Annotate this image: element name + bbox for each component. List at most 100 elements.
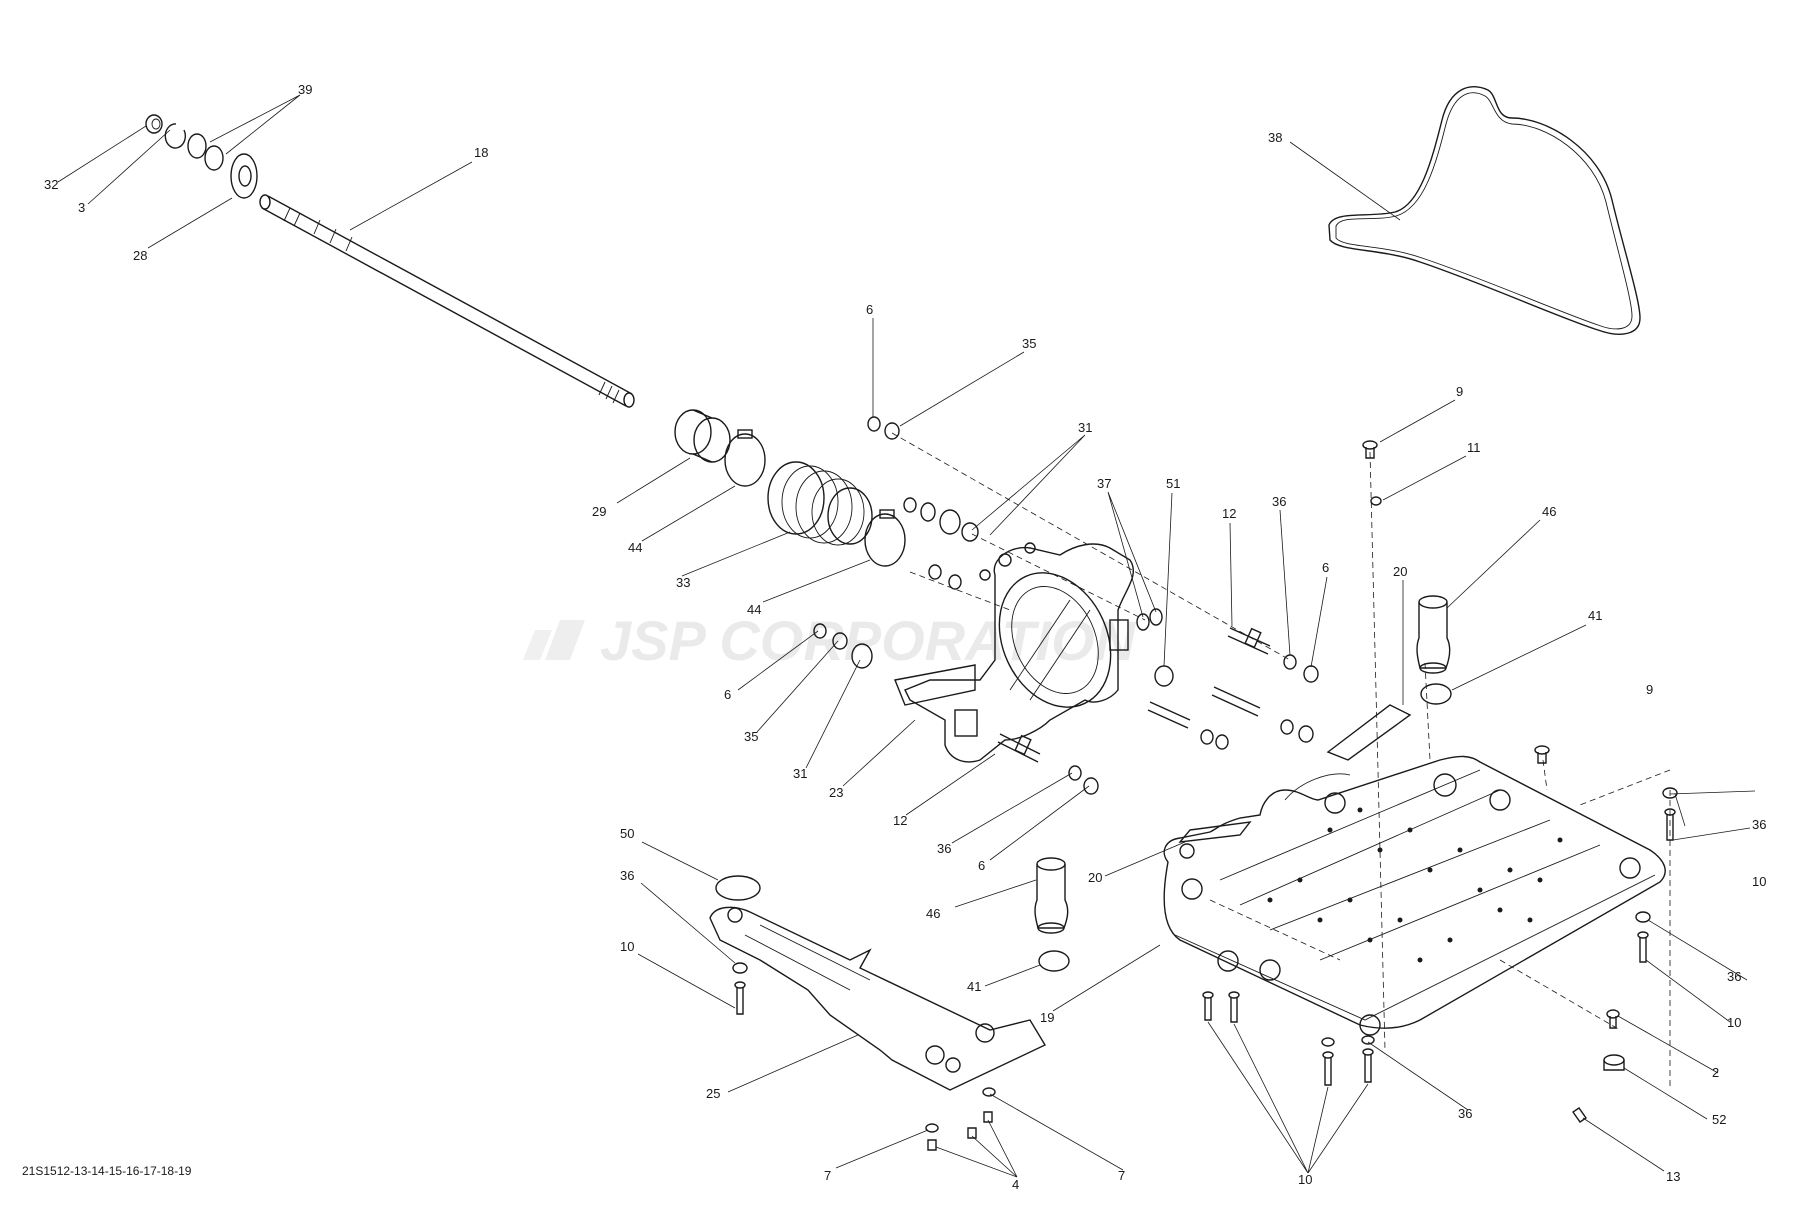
watermark-text: JSP CORPORATION [600,609,1137,672]
part-52-grommet [1603,1054,1625,1071]
callout-9-top: 9 [1456,384,1463,399]
part-2-screw [1606,1009,1620,1029]
left-lower-assembly [709,857,1070,1151]
callout-36-right-top: 36 [1752,817,1766,832]
callout-6-top: 6 [866,302,873,317]
part-31-washer-a [920,502,936,522]
part-41-oring-left [1038,950,1070,972]
callout-4: 4 [1012,1177,1019,1192]
part-13-fitting [1572,1107,1587,1123]
part-10-bolt-d [1362,1048,1374,1083]
callout-11: 11 [1467,440,1481,455]
callout-46-left: 46 [926,906,940,921]
part-31-nut [903,497,917,513]
part-33-bellows-boot [767,461,873,546]
part-12-stud-upper [1227,627,1271,655]
part-37-washer-a [1136,613,1150,631]
part-38-seal-gasket [1328,86,1641,335]
callout-44-lower: 44 [747,602,761,617]
part-stud-nut-a [928,564,942,580]
callout-33: 33 [676,575,690,590]
callout-2: 2 [1712,1065,1719,1080]
callout-7-left: 7 [824,1168,831,1183]
callout-41-right: 41 [1588,608,1602,623]
leader-lines [57,94,1756,1178]
part-10-bolt-c [1322,1051,1334,1086]
callout-36-bottom: 36 [1458,1106,1472,1121]
right-hardware [1326,440,1550,764]
callout-41-left: 41 [967,979,981,994]
part-7-washer-b [982,1087,996,1097]
part-3-circlip [164,123,187,149]
callout-28: 28 [133,248,147,263]
part-39-rings [187,133,224,171]
part-31-washer-c [961,522,979,542]
part-10-bolt-b [1228,991,1240,1023]
part-29-sleeve [674,409,731,463]
callout-36-left: 36 [620,868,634,883]
part-46-fitting-left [1034,857,1069,934]
callout-13: 13 [1666,1169,1680,1184]
callout-12-lower: 12 [893,813,907,828]
callout-38: 38 [1268,130,1282,145]
drive-shaft-assembly [145,114,635,408]
part-35-washer-top [884,422,900,440]
callout-36-upper: 36 [1272,494,1286,509]
callout-9-right: 9 [1646,682,1653,697]
callout-35-top: 35 [1022,336,1036,351]
callout-44-upper: 44 [628,540,642,555]
part-41-oring-right [1420,683,1452,705]
part-36-washer-right-upper [1662,787,1678,799]
callout-29: 29 [592,504,606,519]
callout-20-lower: 20 [1088,870,1102,885]
callout-10-bottom: 10 [1298,1172,1312,1187]
callout-6-mid: 6 [724,687,731,702]
part-7-washer-a [925,1123,939,1133]
part-4-screws [927,1111,993,1151]
part-6-nut-lower [1083,777,1099,795]
callout-37: 37 [1097,476,1111,491]
callout-51: 51 [1166,476,1180,491]
part-44-clamp-lower [864,509,906,567]
ride-plate-bolts [1202,787,1678,1123]
part-51-cap [1154,665,1174,687]
part-10-bolt-left [734,981,746,1015]
drawing-code: 21S1512-13-14-15-16-17-18-19 [22,1164,192,1178]
callout-labels: 39 32 3 28 18 38 6 35 31 29 44 33 44 37 … [44,82,1766,1192]
part-31-washer-mid [851,643,873,669]
part-36-washer-plate-a [1321,1037,1335,1047]
callout-10-right-top: 10 [1752,874,1766,889]
part-36-washer-right-lower [1635,911,1651,923]
callout-18: 18 [474,145,488,160]
callout-31-top: 31 [1078,420,1092,435]
callout-3: 3 [78,200,85,215]
part-31-washer-b [939,509,961,535]
callout-7-right: 7 [1118,1168,1125,1183]
part-19-ride-plate [1163,755,1666,1036]
part-50-cap [715,875,761,901]
part-6-nut-top [867,416,881,432]
part-37-washer-b [1149,608,1163,626]
callout-6-lower: 6 [978,858,985,873]
part-9-screw-top [1362,440,1378,459]
part-18-drive-shaft [259,194,635,408]
part-10-bolt-right-upper [1664,808,1676,841]
part-6-nut-upper [1303,665,1319,683]
callout-52: 52 [1712,1112,1726,1127]
part-36-washer-lower [1068,765,1082,781]
callout-10-left: 10 [620,939,634,954]
callout-20-upper: 20 [1393,564,1407,579]
callout-19: 19 [1040,1010,1054,1025]
part-10-bolt-right-lower [1637,931,1649,963]
part-28-seal [230,153,258,199]
part-25-intake-grate [709,906,1046,1091]
callout-50: 50 [620,826,634,841]
part-11-clip [1370,496,1382,506]
callout-25: 25 [706,1086,720,1101]
callout-32: 32 [44,177,58,192]
part-46-fitting-right [1416,595,1451,674]
part-20-strip-lower [1178,821,1252,843]
callout-36-right-mid: 36 [1727,969,1741,984]
part-44-clamp-upper [724,429,766,487]
